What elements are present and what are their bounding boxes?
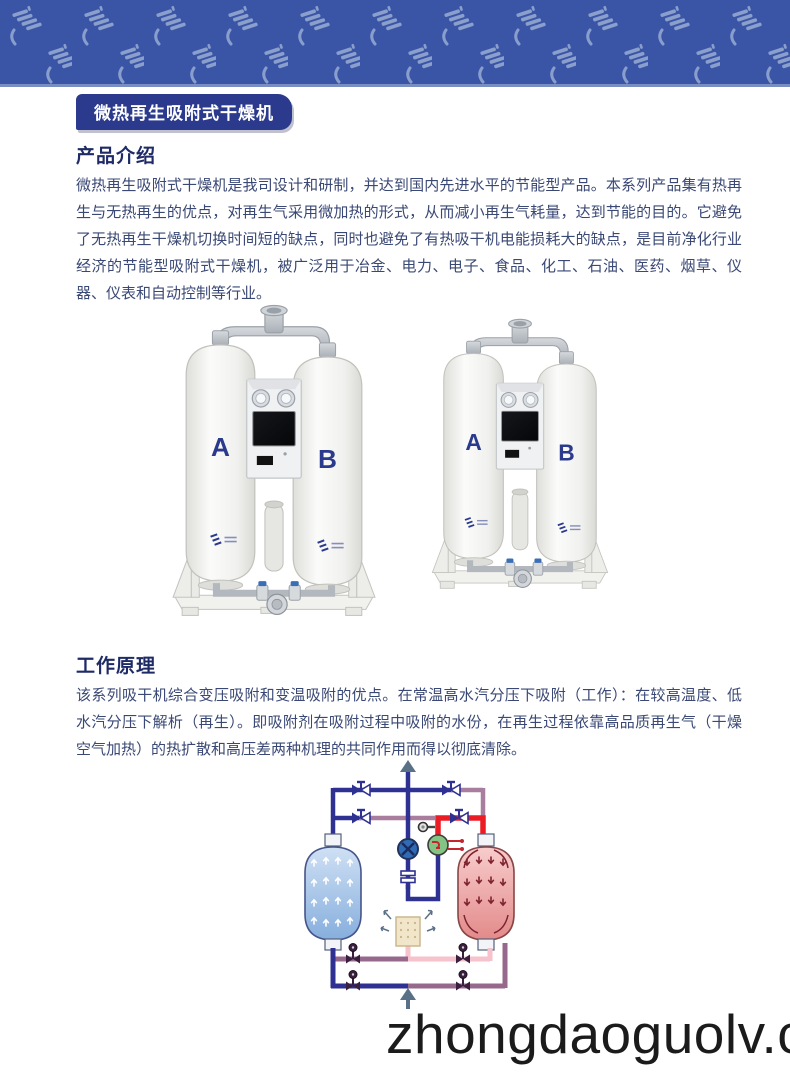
muffler-icon [380,909,436,959]
inlet-arrow-icon [400,988,416,1009]
site-watermark: zhongdaoguolv.c [386,1003,790,1065]
tower-a-label: A [211,432,230,462]
temperature-gauge-icon [417,821,435,833]
product-image-dryer-front: A B [168,296,380,630]
principle-paragraph: 该系列吸干机综合变压吸附和变温吸附的优点。在常温高水汽分压下吸附（工作）：在较高… [76,687,742,758]
product-image-dryer-side: A B [428,311,612,601]
tower-b-label: B [318,444,337,474]
principle-heading: 工作原理 [76,656,157,677]
header-brand-band [0,0,790,87]
adsorbing-tower [304,833,362,951]
heater-icon [427,834,464,856]
heater-feed-pipe [405,854,441,902]
brand-logo-pattern-icon [0,0,790,84]
intro-heading: 产品介绍 [76,146,157,167]
purge-control-valve-icon [397,838,419,860]
regenerating-tower [457,833,515,951]
tower-a-label: A [465,429,481,455]
tower-b-label: B [558,439,574,465]
exhaust-arrows-icon [380,909,436,932]
hot-regen-pipe [435,815,486,838]
product-title-badge: 微热再生吸附式干燥机 [76,94,292,130]
intro-paragraph: 微热再生吸附式干燥机是我司设计和研制，并达到国内先进水平的节能型产品。本系列产品… [76,177,742,302]
regen-flow-arrows-icon [463,849,509,934]
orifice-icon [400,870,416,884]
working-principle-diagram [304,760,515,1009]
